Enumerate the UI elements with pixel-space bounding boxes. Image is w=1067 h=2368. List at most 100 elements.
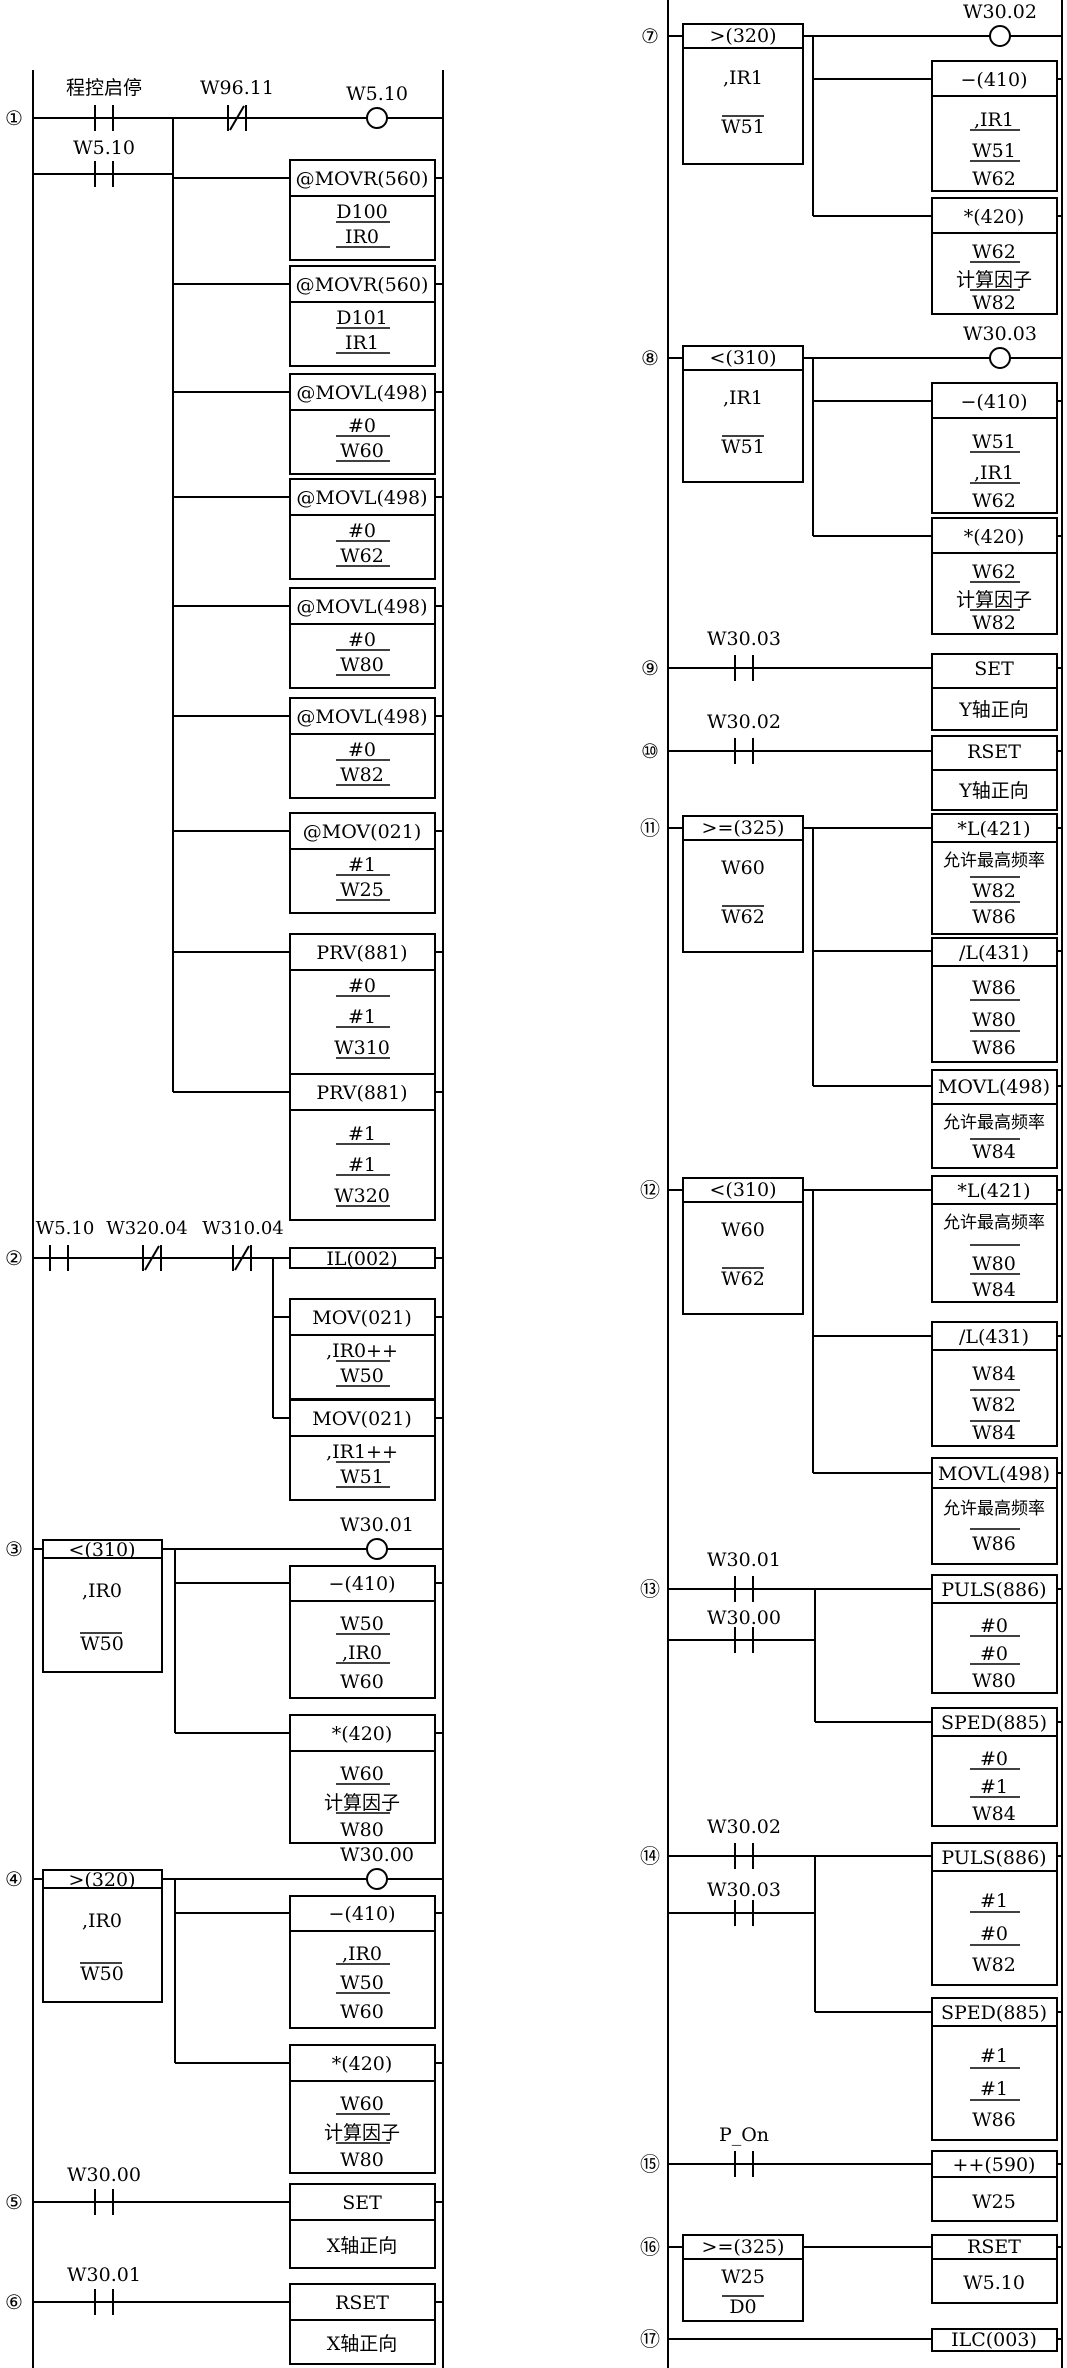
operand: Y轴正向 [958, 780, 1029, 802]
rung-3 [33, 1538, 443, 1844]
rung-number: ④ [5, 1867, 23, 1891]
contact-label: P_On [719, 2124, 769, 2146]
rung-number: ⑮ [640, 2152, 660, 2176]
operand: W51 [340, 1466, 384, 1488]
operand: D100 [336, 201, 388, 223]
operand: #0 [348, 975, 376, 997]
block-name: −(410) [960, 391, 1027, 413]
operand: W60 [340, 2093, 384, 2115]
contact-label: 程控启停 [66, 77, 142, 99]
contact-label: W30.01 [707, 1549, 781, 1571]
operand: W25 [972, 2191, 1016, 2213]
operand: W62 [972, 561, 1016, 583]
operand: W62 [721, 1268, 765, 1290]
operand: #1 [348, 1006, 376, 1028]
operand: W25 [340, 879, 384, 901]
contact-label: W310.04 [202, 1218, 283, 1239]
operand: W82 [972, 1954, 1016, 1976]
block-name: RSET [967, 2236, 1021, 2258]
left-column [32, 70, 444, 2368]
operand: #1 [980, 1890, 1008, 1912]
operand: #0 [980, 1748, 1008, 1770]
rung-14 [668, 1842, 1062, 2141]
operand: W84 [972, 1279, 1016, 1301]
coil-label: W30.03 [963, 323, 1037, 345]
block-name: *L(421) [957, 1180, 1030, 1202]
rung-13 [668, 1574, 1062, 1827]
block-name: PULS(886) [941, 1579, 1046, 1601]
contact-label: W30.03 [707, 628, 781, 650]
block-name: ILC(003) [951, 2329, 1037, 2351]
coil-label: W30.02 [963, 1, 1037, 23]
operand: W50 [340, 1365, 384, 1387]
rung-number: ⑤ [5, 2190, 23, 2214]
rung-16 [668, 2234, 1062, 2322]
operand: W62 [972, 490, 1016, 512]
operand: #1 [980, 2045, 1008, 2067]
rung-number: ⑬ [640, 1577, 660, 1601]
rung-numbers: ① ② ③ ④ ⑤ ⑥ ⑦ ⑧ ⑨ ⑩ ⑪ ⑫ ⑬ ⑭ ⑮ ⑯ ⑰ [5, 24, 660, 2351]
compare-name: >(320) [68, 1869, 135, 1891]
operand: W310 [334, 1037, 390, 1059]
operand: ,IR0++ [326, 1340, 398, 1362]
operand: W86 [972, 1533, 1016, 1555]
rung-number: ⑫ [640, 1178, 660, 1202]
block-name: @MOVR(560) [296, 274, 429, 296]
operand: 允许最高频率 [943, 1499, 1045, 1519]
operand: W25 [721, 2266, 765, 2288]
rung-4 [33, 1868, 443, 2174]
contact-label: W30.02 [707, 711, 781, 733]
rung-number: ⑩ [641, 739, 659, 763]
operand: W50 [340, 1613, 384, 1635]
operand: W86 [972, 977, 1016, 999]
rung-number: ⑰ [640, 2327, 660, 2351]
block-name: *(420) [332, 2053, 393, 2075]
operand: W50 [80, 1963, 124, 1985]
rung-7 [668, 23, 1062, 315]
operand: X轴正向 [327, 2333, 398, 2355]
block-name: @MOVL(498) [296, 382, 427, 404]
block-name: MOV(021) [312, 1408, 412, 1430]
block-name: SPED(885) [941, 2002, 1047, 2024]
block-name: SET [342, 2192, 382, 2214]
coil-label: W5.10 [346, 83, 408, 105]
block-name: MOV(021) [312, 1307, 412, 1329]
block-name: SPED(885) [941, 1712, 1047, 1734]
rung-5 [33, 2183, 443, 2269]
block-name: −(410) [328, 1903, 395, 1925]
compare-name: <(310) [68, 1539, 135, 1561]
operand: Y轴正向 [958, 699, 1029, 721]
rung-number: ⑨ [641, 656, 659, 680]
rung-number: ③ [5, 1537, 23, 1561]
operand: W80 [340, 1819, 384, 1841]
operand: W320 [334, 1185, 390, 1207]
compare-name: >=(325) [702, 2236, 785, 2258]
block-name: /L(431) [959, 1326, 1029, 1348]
rung-11 [668, 813, 1062, 1169]
operand: W80 [972, 1009, 1016, 1031]
rung-6 [33, 2283, 443, 2365]
block-name: *L(421) [957, 818, 1030, 840]
operand: W84 [972, 1803, 1016, 1825]
rung-number: ⑧ [641, 346, 659, 370]
block-name: −(410) [960, 69, 1027, 91]
operand: W86 [972, 2109, 1016, 2131]
operand: ,IR0 [82, 1910, 122, 1932]
rung-number: ⑯ [640, 2235, 660, 2259]
operand: W51 [972, 140, 1016, 162]
rung-9 [668, 653, 1062, 731]
operand: ,IR1 [974, 109, 1014, 131]
operand: #0 [348, 629, 376, 651]
operand: W50 [340, 1972, 384, 1994]
operand: W62 [721, 906, 765, 928]
operand: W82 [972, 292, 1016, 314]
operand: W84 [972, 1141, 1016, 1163]
operand: IR0 [345, 226, 379, 248]
operand: W60 [340, 1763, 384, 1785]
block-name: IL(002) [326, 1248, 397, 1270]
block-name: RSET [335, 2292, 389, 2314]
operand: ,IR1 [974, 462, 1014, 484]
rung-number: ① [5, 106, 23, 130]
rung-number: ② [5, 1246, 23, 1270]
